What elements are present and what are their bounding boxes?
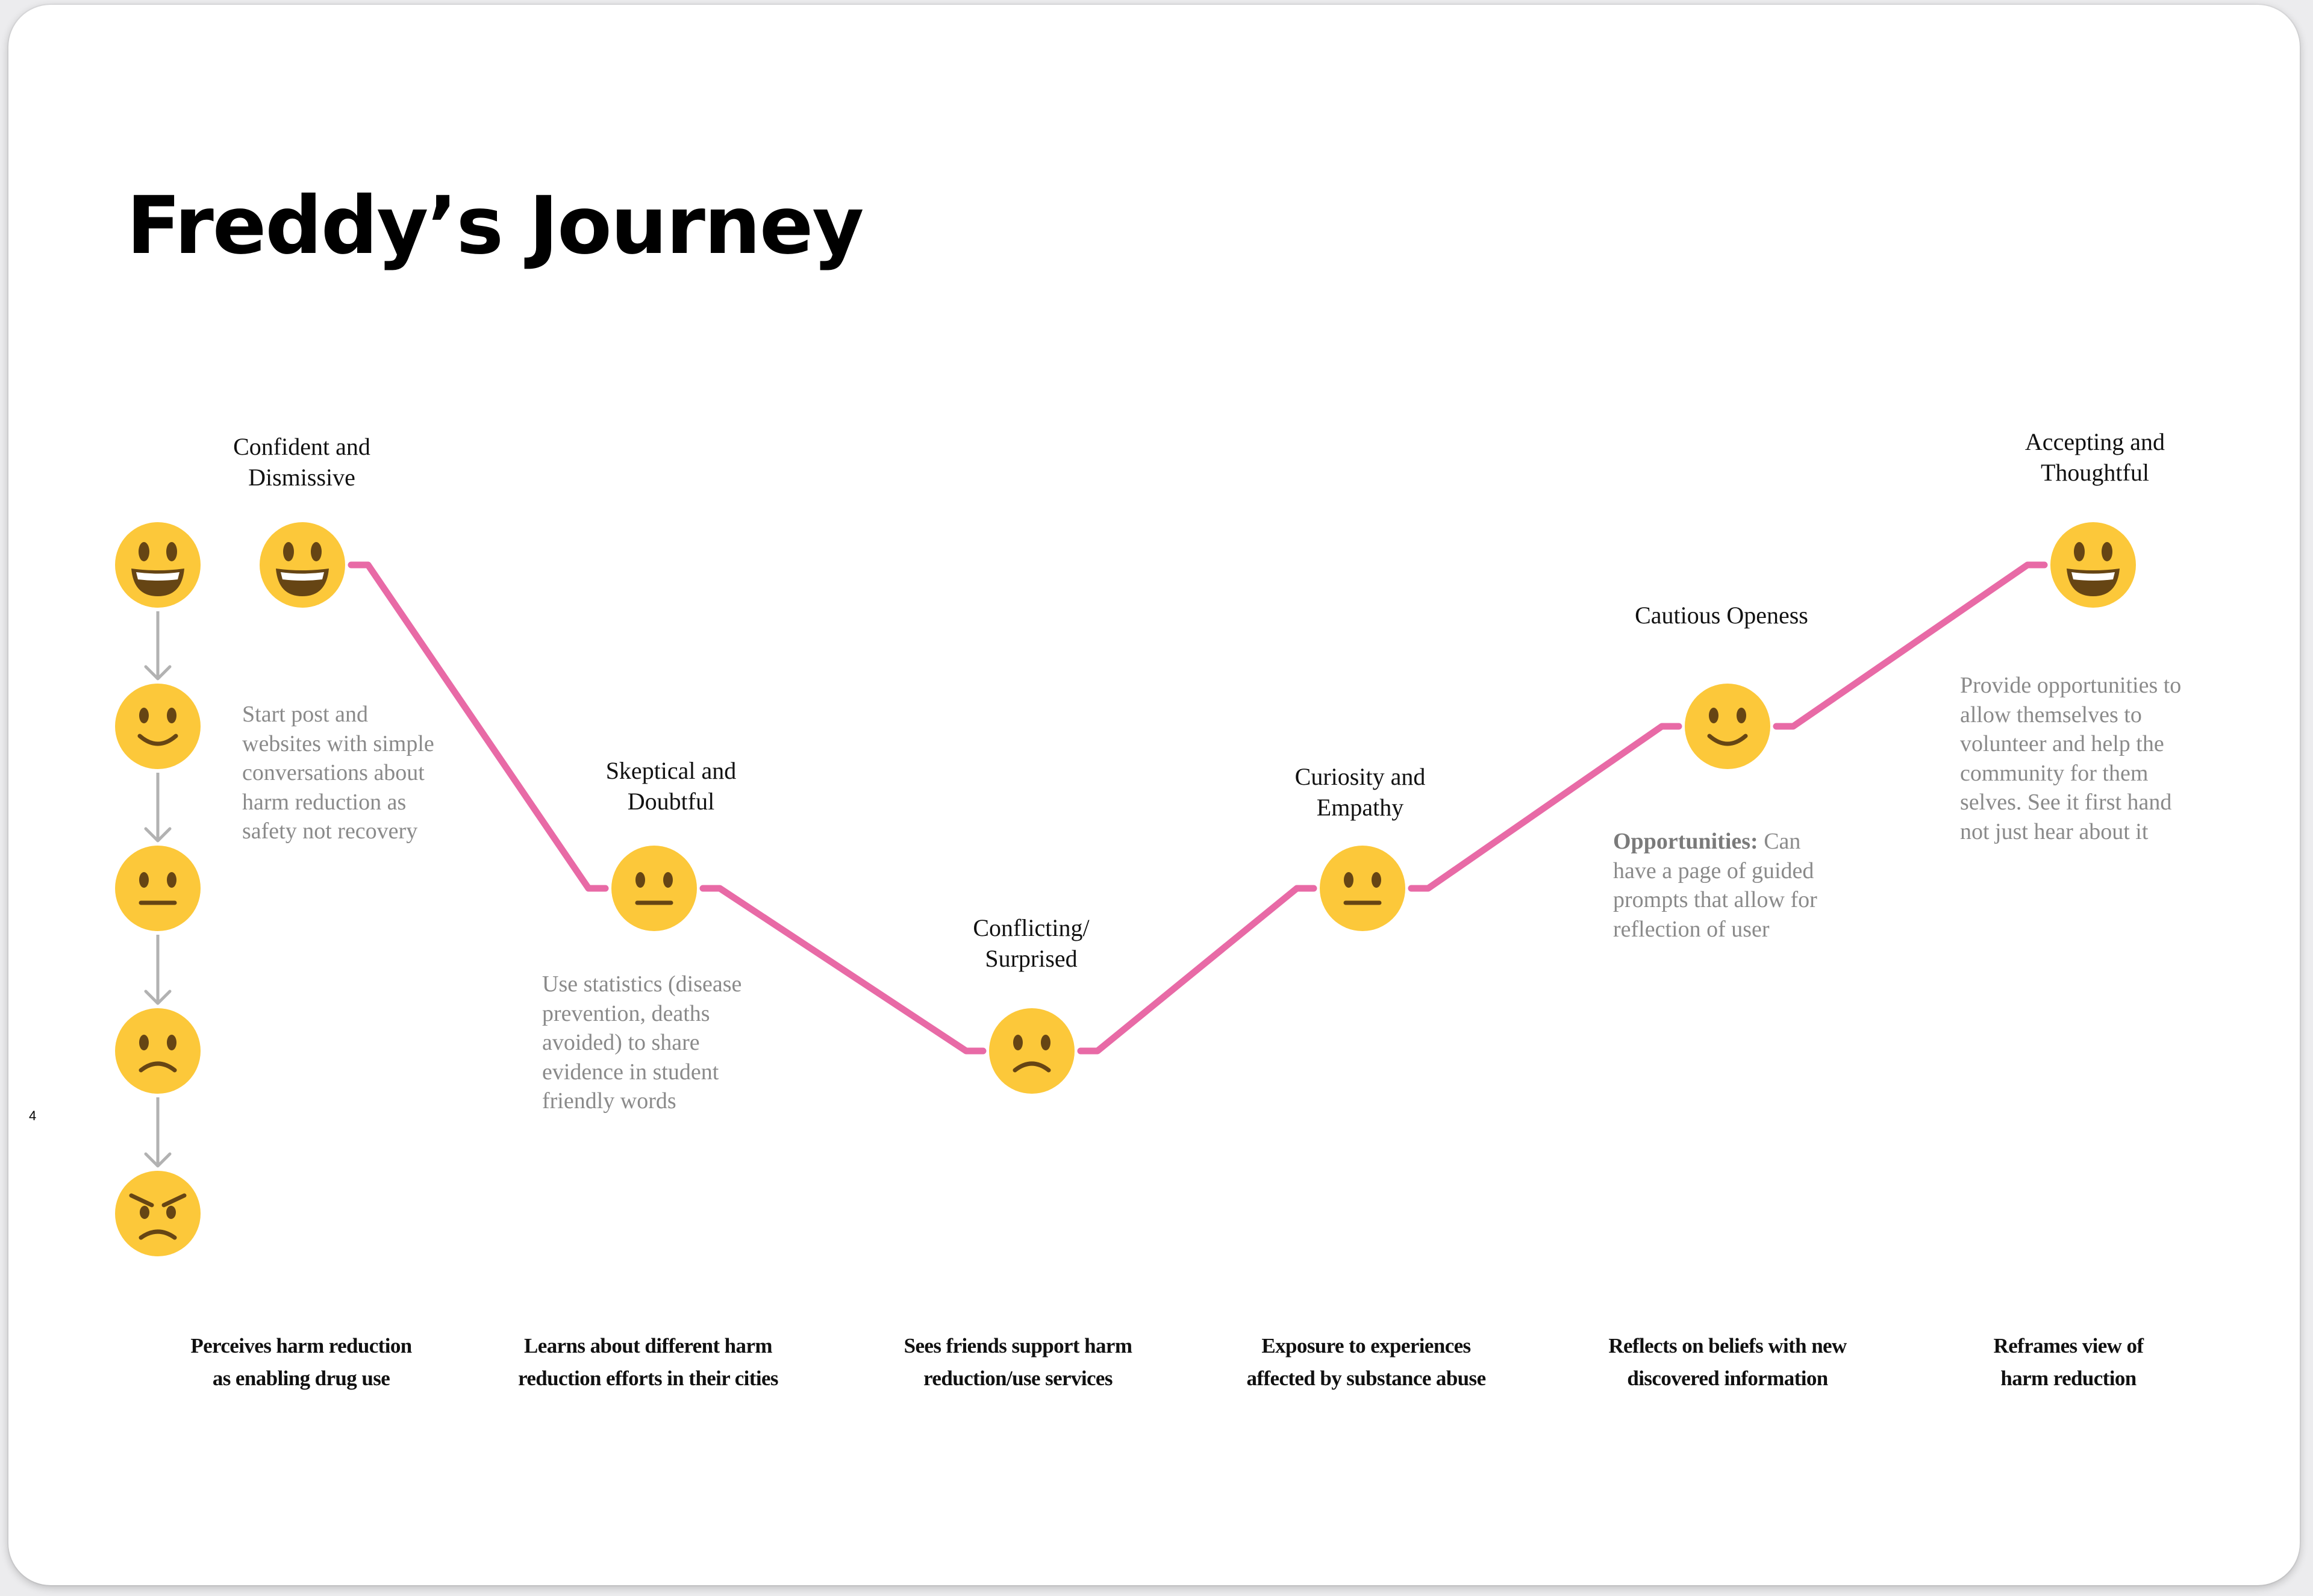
down-arrow-icon xyxy=(144,611,172,681)
scale-frowning-face-icon xyxy=(115,1008,201,1094)
journey-neutral-face-icon xyxy=(611,846,697,931)
note-opportunities-label: Opportunities: xyxy=(1613,829,1758,854)
scale-angry-face-icon xyxy=(115,1171,201,1256)
down-arrow-icon xyxy=(144,1097,172,1168)
journey-segment xyxy=(1408,723,1682,892)
page-title: Freddy’s Journey xyxy=(126,179,864,272)
down-arrow-icon xyxy=(144,935,172,1005)
note-stage-1: Start post and websites with simple conv… xyxy=(242,702,434,844)
journey-segment xyxy=(1077,885,1317,1055)
journey-neutral-face-icon xyxy=(1320,846,1405,931)
journey-grinning-face-icon xyxy=(260,522,345,608)
journey-smiling-face-icon xyxy=(1685,684,1770,769)
journey-line xyxy=(348,561,2048,1055)
journey-frowning-face-icon xyxy=(989,1008,1075,1094)
journey-segment xyxy=(348,561,609,892)
emotion-label-conflicting: Conflicting/Surprised xyxy=(973,914,1090,972)
scale-neutral-face-icon xyxy=(115,846,201,931)
emotion-label-cautious: Cautious Openess xyxy=(1635,602,1808,629)
journey-grinning-face-icon xyxy=(2050,522,2136,608)
page-number: 4 xyxy=(29,1108,37,1123)
journey-diagram xyxy=(115,522,2136,1256)
note-stage-6: Provide opportunities to allow themselve… xyxy=(1960,673,2182,844)
note-opportunities: Opportunities: Can have a page of guided… xyxy=(1613,827,1866,944)
scale-smiling-face-icon xyxy=(115,684,201,769)
note-opportunities-text: Can have a page of guided prompts that a… xyxy=(1613,829,1817,942)
down-arrow-icon xyxy=(144,773,172,843)
journey-segment xyxy=(699,885,987,1055)
journey-segment xyxy=(1773,561,2048,730)
note-stage-2: Use statistics (disease prevention, deat… xyxy=(542,971,742,1114)
scale-grinning-face-icon xyxy=(115,522,201,608)
